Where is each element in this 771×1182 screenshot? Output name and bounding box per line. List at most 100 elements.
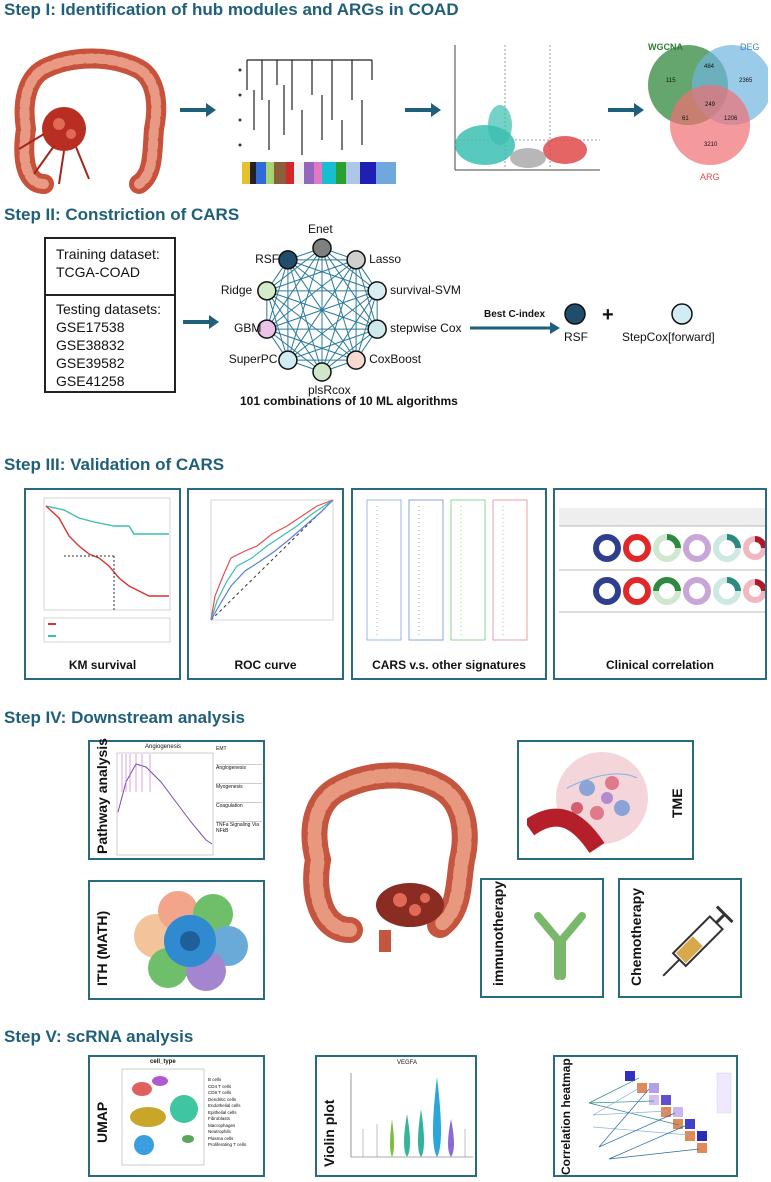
legend-item: Macrophages <box>208 1122 236 1128</box>
gsea-set: Myogenesis <box>216 784 262 803</box>
ml-node <box>257 319 277 339</box>
legend-item: Fibroblasts <box>208 1116 231 1121</box>
gsea-set: Coagulation <box>216 803 262 822</box>
immunotherapy-label: immunotherapy <box>490 880 506 986</box>
km-curve-image <box>43 497 171 643</box>
stepcox-node-icon <box>671 303 693 325</box>
arrow-icon <box>608 103 644 117</box>
gsea-set: EMT <box>216 746 262 765</box>
ml-node <box>367 319 387 339</box>
result-stepcox: StepCox[forward] <box>622 330 715 344</box>
venn-count: 2365 <box>739 78 753 84</box>
legend-item: Dendritic cells <box>208 1096 237 1102</box>
ml-node-label: GBM <box>234 321 262 336</box>
ml-edge <box>287 259 378 330</box>
violin-title: VEGFA <box>397 1060 418 1066</box>
ml-edge <box>266 328 357 361</box>
ml-edge <box>321 247 378 330</box>
umap-panel: UMAP cell_type B cells CD4 T cells CD8 T… <box>88 1055 265 1177</box>
testing-dataset: GSE41258 <box>56 373 125 389</box>
legend-item: B cells <box>208 1077 222 1082</box>
clinical-caption: Clinical correlation <box>605 658 715 672</box>
ml-node <box>278 250 298 270</box>
chemotherapy-panel: Chemotherapy <box>618 878 742 998</box>
step-4-title: Step IV: Downstream analysis <box>4 708 245 727</box>
ml-node-label: Ridge <box>220 282 253 297</box>
step-3-title: Step III: Validation of CARS <box>4 455 225 474</box>
ml-node-label: SuperPC <box>228 352 278 367</box>
ml-node-label: Lasso <box>369 251 402 266</box>
ml-node-label: plsRcox <box>308 383 351 397</box>
signature-comparison-panel: CARS v.s. other signatures <box>351 488 547 680</box>
arrow-icon <box>183 315 219 329</box>
umap-legend: B cells CD4 T cells CD8 T cells Dendriti… <box>208 1077 264 1149</box>
colon-illustration <box>301 762 478 952</box>
violin-plot-image <box>350 1073 473 1158</box>
step-2-title: Step II: Constriction of CARS <box>4 205 240 224</box>
ml-edge <box>266 290 323 373</box>
venn-label-arg: ARG <box>700 172 720 182</box>
roc-panel: ROC curve <box>187 488 344 680</box>
arrow-icon <box>470 322 560 334</box>
umap-plot-image <box>121 1068 205 1166</box>
signature-caption: CARS v.s. other signatures <box>372 658 526 672</box>
ml-node <box>312 238 332 258</box>
result-rsf: RSF <box>564 330 588 344</box>
gsea-title: Angiogenesis <box>145 744 182 750</box>
venn-label-deg: DEG <box>740 42 760 52</box>
testing-dataset: GSE17538 <box>56 319 125 335</box>
umap-label: UMAP <box>94 1101 110 1143</box>
legend-item: CD8 T cells <box>208 1090 232 1095</box>
correlation-heatmap-panel: Correlation heatmap <box>553 1055 738 1177</box>
ml-node-label: survival-SVM <box>390 282 461 297</box>
ml-edge <box>287 259 357 361</box>
ml-edge <box>266 259 357 292</box>
dataset-table: Training dataset: TCGA-COAD Testing data… <box>44 237 176 393</box>
signature-comparison-image <box>366 499 528 641</box>
clinical-correlation-panel: Clinical correlation <box>553 488 767 680</box>
roc-caption: ROC curve <box>234 658 297 672</box>
testing-dataset: GSE39582 <box>56 355 125 371</box>
ml-node <box>346 350 366 370</box>
ml-algorithm-network <box>257 238 387 382</box>
step-5-title: Step V: scRNA analysis <box>4 1027 194 1046</box>
pathway-analysis-panel: Pathway analysis Angiogenesis EMT Angiog… <box>88 738 265 860</box>
immunotherapy-panel: immunotherapy <box>480 878 604 998</box>
venn-diagram: WGCNA DEG ARG 115 484 2365 249 61 1206 3… <box>640 30 768 185</box>
ml-node <box>346 250 366 270</box>
volcano-plot-image <box>454 45 600 171</box>
violin-plot-panel: Violin plot VEGFA <box>315 1055 477 1177</box>
ml-edge <box>266 247 323 330</box>
ml-edge <box>287 328 378 361</box>
ml-edge <box>266 259 289 330</box>
gsea-set: TNFa Signaling Via NFkB <box>216 822 259 834</box>
ml-node-label: RSF <box>255 251 280 266</box>
violin-label: Violin plot <box>321 1099 337 1167</box>
ml-node <box>278 350 298 370</box>
ml-node <box>257 281 277 301</box>
legend-item: Endothelial cells <box>208 1103 241 1108</box>
venn-count: 484 <box>704 64 715 70</box>
tme-illustration <box>527 752 648 854</box>
ml-edge <box>266 290 357 361</box>
legend-item: Neutrophils <box>208 1129 231 1134</box>
ml-caption: 101 combinations of 10 ML algorithms <box>240 394 458 408</box>
ith-label: ITH (MATH) <box>94 910 110 986</box>
testing-dataset: GSE38832 <box>56 337 125 353</box>
antibody-icon <box>534 912 586 980</box>
km-caption: KM survival <box>68 658 137 672</box>
venn-count: 115 <box>666 78 676 84</box>
arrow-icon <box>180 103 216 117</box>
pathway-label: Pathway analysis <box>94 738 110 854</box>
rsf-node-icon <box>564 303 586 325</box>
correlation-heatmap-image <box>588 1071 732 1160</box>
legend-item: Plasma cells <box>208 1135 234 1141</box>
syringe-icon <box>662 905 734 977</box>
legend-item: Epithelial cells <box>208 1109 237 1115</box>
legend-item: Proliferating T cells <box>208 1142 247 1147</box>
best-c-index-label: Best C-index <box>484 309 546 320</box>
colon-tumor-illustration <box>14 48 167 194</box>
arrow-icon <box>405 103 441 117</box>
ml-edge <box>287 259 378 292</box>
